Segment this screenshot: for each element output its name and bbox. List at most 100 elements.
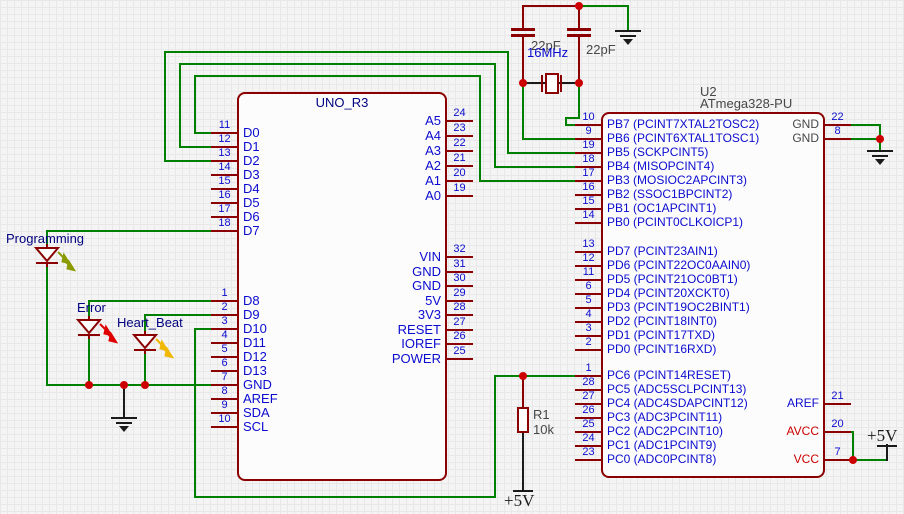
pin-stub-PC0 (ADC0PCINT8)[interactable]: [575, 459, 602, 461]
pin-stub-PC2 (ADC2PCINT10)[interactable]: [575, 431, 602, 433]
pin-stub-A0[interactable]: [446, 195, 473, 197]
pin-stub-D2[interactable]: [211, 160, 238, 162]
wire-segment[interactable]: [852, 431, 854, 461]
wire-segment[interactable]: [494, 375, 496, 498]
pin-stub-PB4 (MISOPCINT4)[interactable]: [575, 166, 602, 168]
pin-stub-3V3[interactable]: [446, 314, 473, 316]
pin-stub-A4[interactable]: [446, 135, 473, 137]
wire-segment[interactable]: [494, 375, 577, 377]
led-programming[interactable]: [16, 244, 78, 278]
ground-symbol[interactable]: [116, 422, 132, 424]
wire-segment[interactable]: [522, 432, 524, 491]
wire-segment[interactable]: [522, 5, 524, 30]
pin-stub-PD3 (PCINT19OC2BINT1)[interactable]: [575, 307, 602, 309]
pin-stub-PB1 (OC1APCINT1)[interactable]: [575, 208, 602, 210]
wire-segment[interactable]: [479, 75, 481, 182]
pin-stub-PB2 (SSOC1BPCINT2)[interactable]: [575, 194, 602, 196]
pin-stub-D3[interactable]: [211, 174, 238, 176]
pin-stub-PD5 (PCINT21OC0BT1)[interactable]: [575, 279, 602, 281]
pin-stub-PB5 (SCKPCINT5)[interactable]: [575, 152, 602, 154]
wire-segment[interactable]: [578, 34, 580, 84]
ground-symbol[interactable]: [119, 426, 129, 432]
wire-segment[interactable]: [507, 152, 577, 154]
pin-stub-D6[interactable]: [211, 216, 238, 218]
power-flag-bar[interactable]: [877, 445, 897, 447]
ground-symbol[interactable]: [872, 155, 888, 157]
pin-stub-5V[interactable]: [446, 300, 473, 302]
pin-stub-GND[interactable]: [824, 138, 851, 140]
wire-segment[interactable]: [164, 51, 166, 162]
wire-segment[interactable]: [578, 5, 629, 7]
wire-segment[interactable]: [578, 5, 580, 30]
wire-segment[interactable]: [522, 138, 577, 140]
wire-segment[interactable]: [88, 337, 90, 386]
pin-stub-AREF[interactable]: [824, 403, 851, 405]
pin-stub-A2[interactable]: [446, 165, 473, 167]
pin-stub-PD2 (PCINT18INT0)[interactable]: [575, 321, 602, 323]
pin-stub-SCL[interactable]: [211, 426, 238, 428]
pin-stub-VCC[interactable]: [824, 459, 851, 461]
ground-symbol[interactable]: [867, 150, 893, 152]
wire-segment[interactable]: [849, 124, 881, 126]
crystal-plate[interactable]: [541, 75, 543, 92]
wire-segment[interactable]: [479, 180, 577, 182]
wire-segment[interactable]: [194, 132, 213, 134]
resistor-body[interactable]: [517, 407, 529, 433]
wire-segment[interactable]: [194, 496, 496, 498]
wire-segment[interactable]: [852, 459, 888, 461]
pin-stub-AVCC[interactable]: [824, 431, 851, 433]
wire-segment[interactable]: [507, 51, 509, 154]
pin-stub-GND[interactable]: [446, 285, 473, 287]
capacitor-plate[interactable]: [567, 28, 591, 31]
pin-stub-VIN[interactable]: [446, 256, 473, 258]
wire-segment[interactable]: [522, 375, 524, 408]
pin-stub-A3[interactable]: [446, 150, 473, 152]
pin-stub-A1[interactable]: [446, 180, 473, 182]
wire-segment[interactable]: [886, 444, 888, 461]
wire-segment[interactable]: [578, 82, 580, 119]
wire-segment[interactable]: [522, 5, 580, 7]
pin-stub-GND[interactable]: [824, 124, 851, 126]
capacitor-plate[interactable]: [511, 34, 535, 37]
pin-stub-D5[interactable]: [211, 202, 238, 204]
component-uno-r3[interactable]: [237, 92, 447, 481]
wire-segment[interactable]: [849, 138, 881, 140]
wire-segment[interactable]: [194, 75, 481, 77]
power-flag-bar[interactable]: [513, 490, 533, 492]
pin-stub-PB7 (PCINT7XTAL2TOSC2)[interactable]: [575, 124, 602, 126]
pin-stub-SDA[interactable]: [211, 412, 238, 414]
wire-segment[interactable]: [46, 384, 213, 386]
wire-segment[interactable]: [164, 160, 213, 162]
wire-segment[interactable]: [179, 63, 181, 148]
wire-segment[interactable]: [565, 124, 577, 126]
pin-stub-IOREF[interactable]: [446, 343, 473, 345]
pin-stub-PC1 (ADC1PCINT9)[interactable]: [575, 445, 602, 447]
pin-stub-D0[interactable]: [211, 132, 238, 134]
wire-segment[interactable]: [194, 328, 196, 498]
wire-segment[interactable]: [179, 146, 213, 148]
wire-segment[interactable]: [88, 300, 90, 321]
led-heart_beat[interactable]: [114, 331, 176, 365]
wire-segment[interactable]: [627, 5, 629, 31]
pin-stub-PD7 (PCINT23AIN1)[interactable]: [575, 251, 602, 253]
pin-stub-D10[interactable]: [211, 328, 238, 330]
crystal-body[interactable]: [545, 73, 559, 94]
pin-stub-PB3 (MOSIOC2APCINT3)[interactable]: [575, 180, 602, 182]
ground-symbol[interactable]: [620, 35, 636, 37]
wire-segment[interactable]: [46, 230, 213, 232]
wire-segment[interactable]: [849, 431, 854, 433]
pin-stub-PB6 (PCINT6XTAL1TOSC1)[interactable]: [575, 138, 602, 140]
pin-stub-D8[interactable]: [211, 300, 238, 302]
pin-stub-GND[interactable]: [211, 384, 238, 386]
pin-stub-PD4 (PCINT20XCKT0)[interactable]: [575, 293, 602, 295]
pin-stub-D7[interactable]: [211, 230, 238, 232]
pin-stub-PC4 (ADC4SDAPCINT12)[interactable]: [575, 403, 602, 405]
wire-segment[interactable]: [494, 166, 577, 168]
pin-stub-D4[interactable]: [211, 188, 238, 190]
pin-stub-POWER[interactable]: [446, 358, 473, 360]
wire-segment[interactable]: [179, 63, 496, 65]
pin-stub-PC3 (ADC3PCINT11)[interactable]: [575, 417, 602, 419]
pin-stub-RESET[interactable]: [446, 329, 473, 331]
pin-stub-AREF[interactable]: [211, 398, 238, 400]
pin-stub-GND[interactable]: [446, 271, 473, 273]
